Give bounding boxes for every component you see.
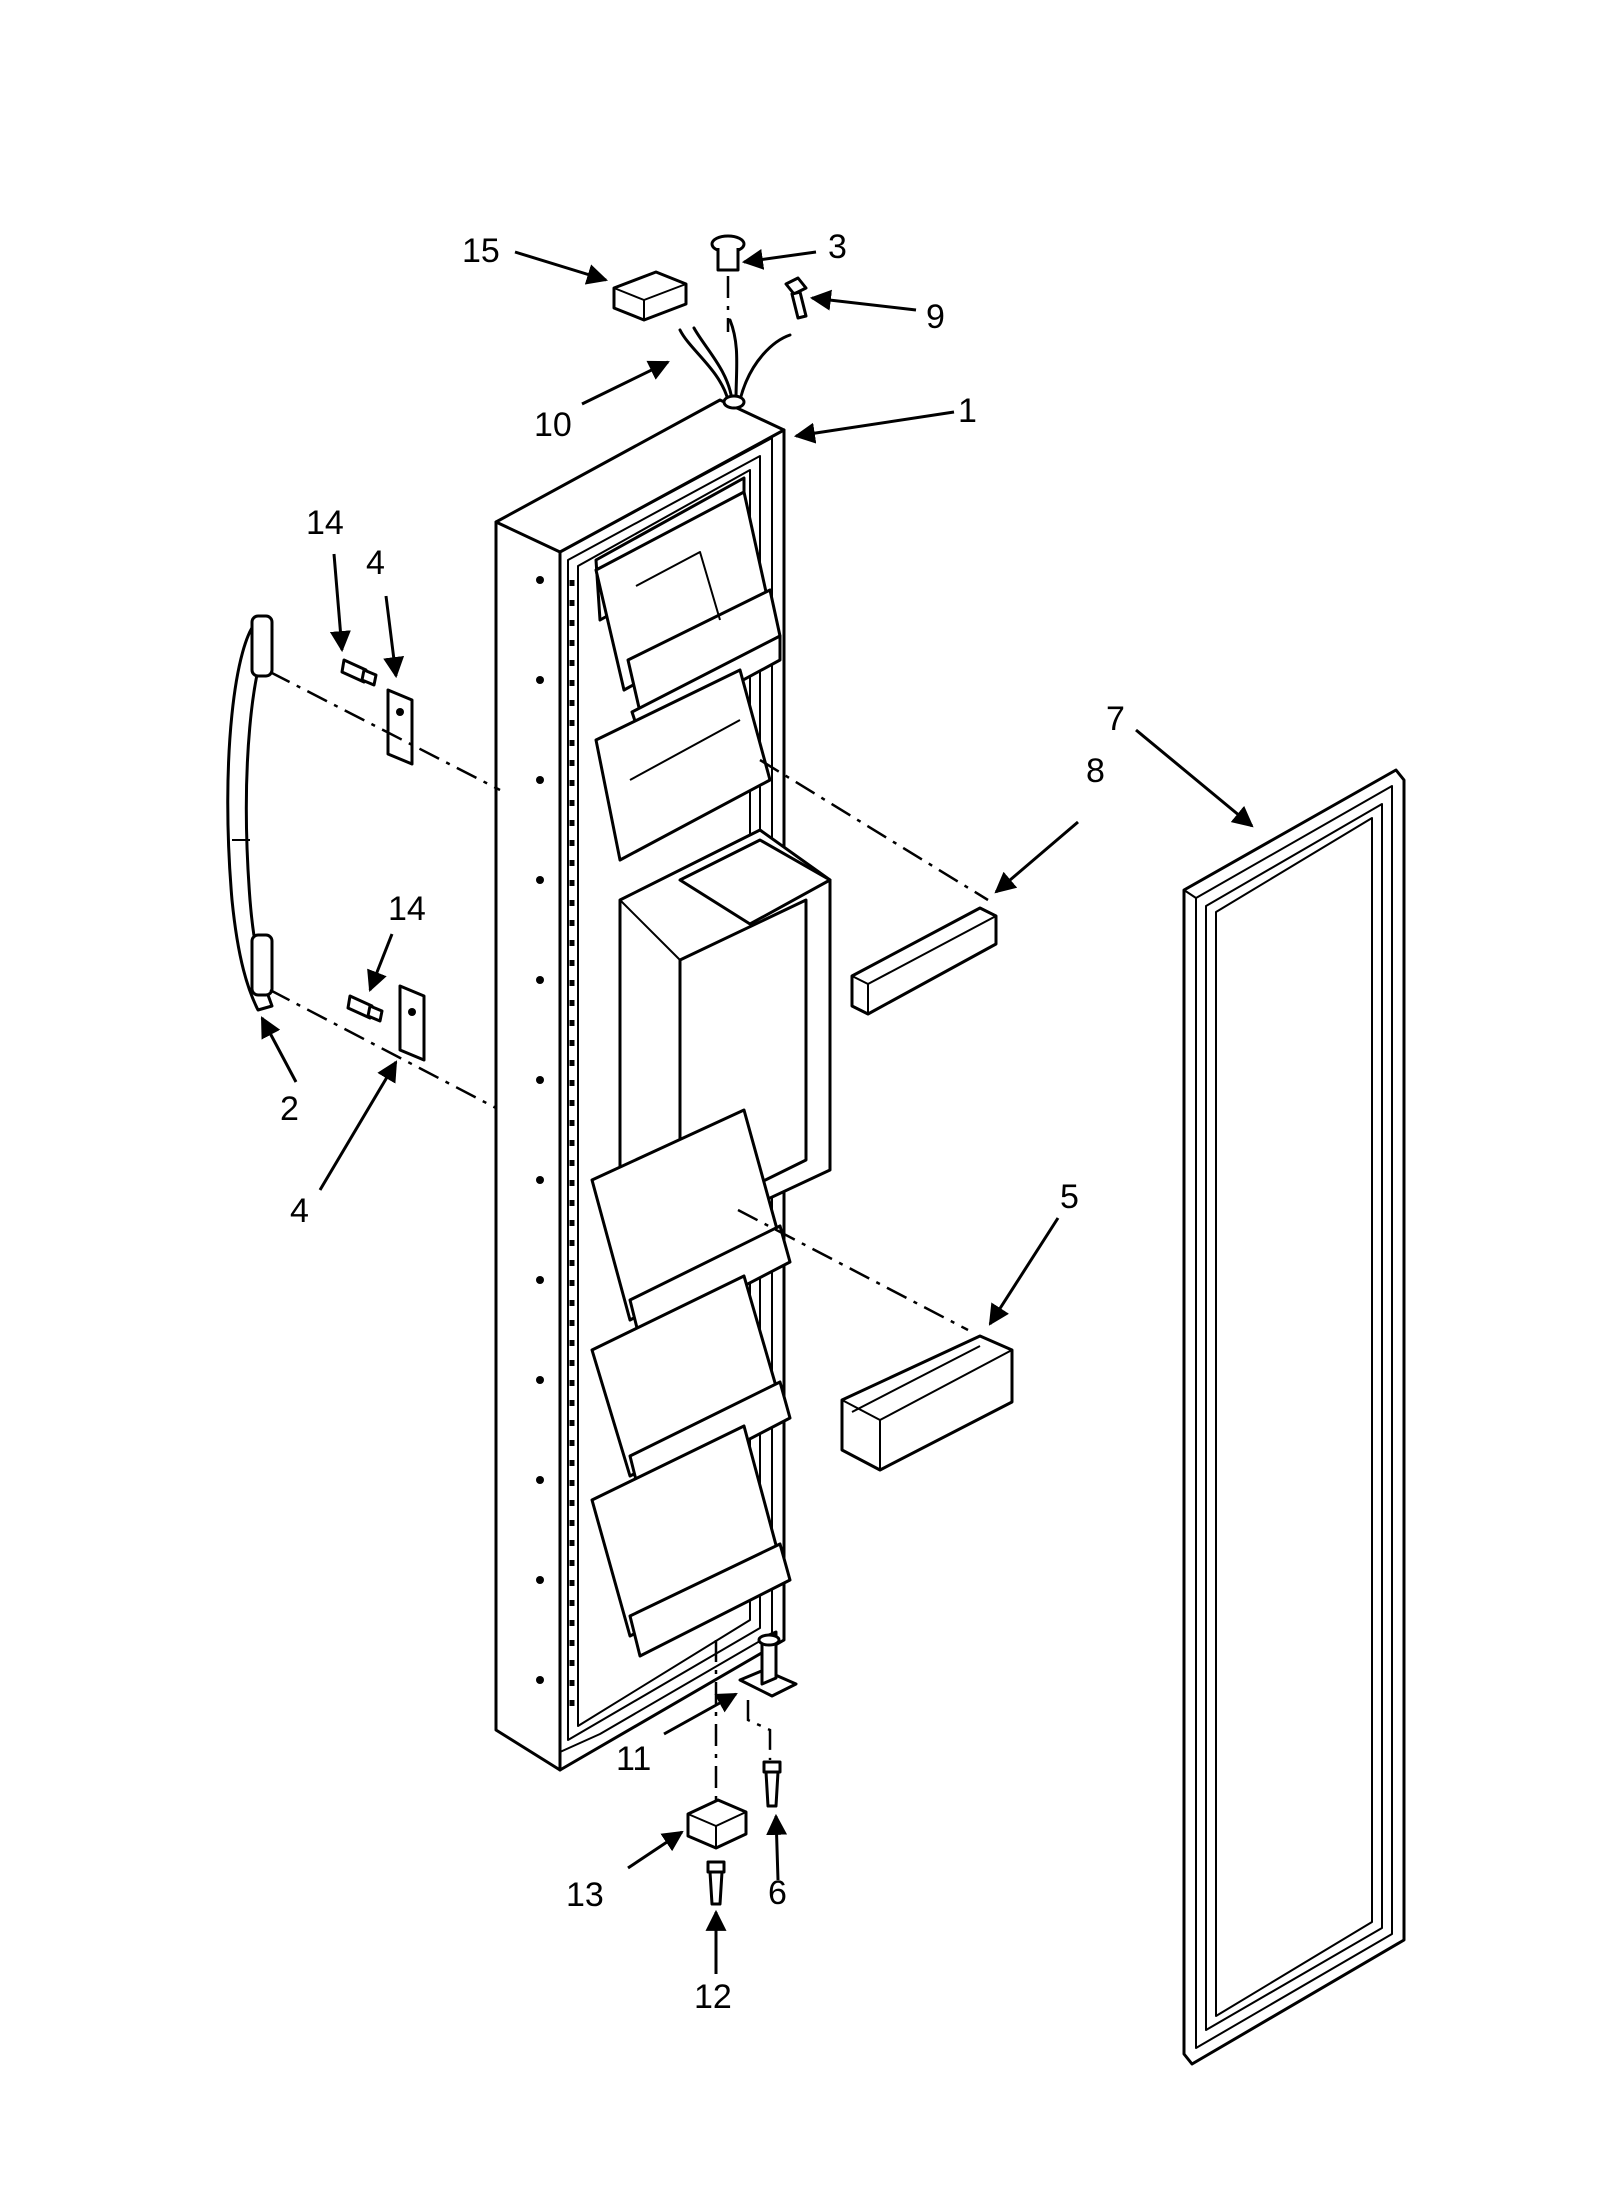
callout-14-upper: 14 [306, 504, 344, 542]
hinge-block-13 [686, 1798, 748, 1850]
handle-bracket-lower [398, 984, 426, 1062]
lower-door-shelves [590, 1108, 792, 1658]
callout-8: 8 [1086, 752, 1105, 790]
callout-10: 10 [534, 406, 572, 444]
callout-13: 13 [566, 1876, 604, 1914]
callout-11: 11 [616, 1740, 651, 1778]
handle-screw-lower [346, 994, 384, 1023]
callout-labels: 15 3 9 10 1 14 4 14 2 4 7 8 5 11 13 6 12 [280, 228, 1125, 2016]
callout-3: 3 [828, 228, 847, 266]
handle-screw-upper [340, 658, 378, 687]
callout-9: 9 [926, 298, 945, 336]
wire-connector-15 [612, 270, 688, 322]
handle-bracket-upper [386, 688, 414, 766]
callout-14-lower: 14 [388, 890, 426, 928]
callout-7: 7 [1106, 700, 1125, 738]
freezer-door [494, 318, 832, 1772]
callout-4-upper: 4 [366, 544, 385, 582]
door-gasket-7 [1182, 768, 1406, 2066]
door-bin-5 [840, 1334, 1014, 1472]
door-handle [226, 614, 274, 1012]
leader-arrows [260, 248, 1254, 1974]
callout-6: 6 [768, 1874, 787, 1912]
callout-1: 1 [958, 392, 977, 430]
screw-9 [784, 276, 808, 320]
callout-5: 5 [1060, 1178, 1079, 1216]
callout-12: 12 [694, 1978, 732, 2016]
hinge-screw-12 [706, 1860, 726, 1906]
callout-2: 2 [280, 1090, 299, 1128]
hinge-bushing-11 [738, 1630, 798, 1698]
hinge-screw-6 [762, 1760, 782, 1808]
callout-15: 15 [462, 232, 500, 270]
door-plug-3 [710, 234, 746, 272]
side-screw-holes [536, 576, 544, 1684]
dispenser-trim-8 [850, 906, 998, 1016]
callout-4-lower: 4 [290, 1192, 309, 1230]
